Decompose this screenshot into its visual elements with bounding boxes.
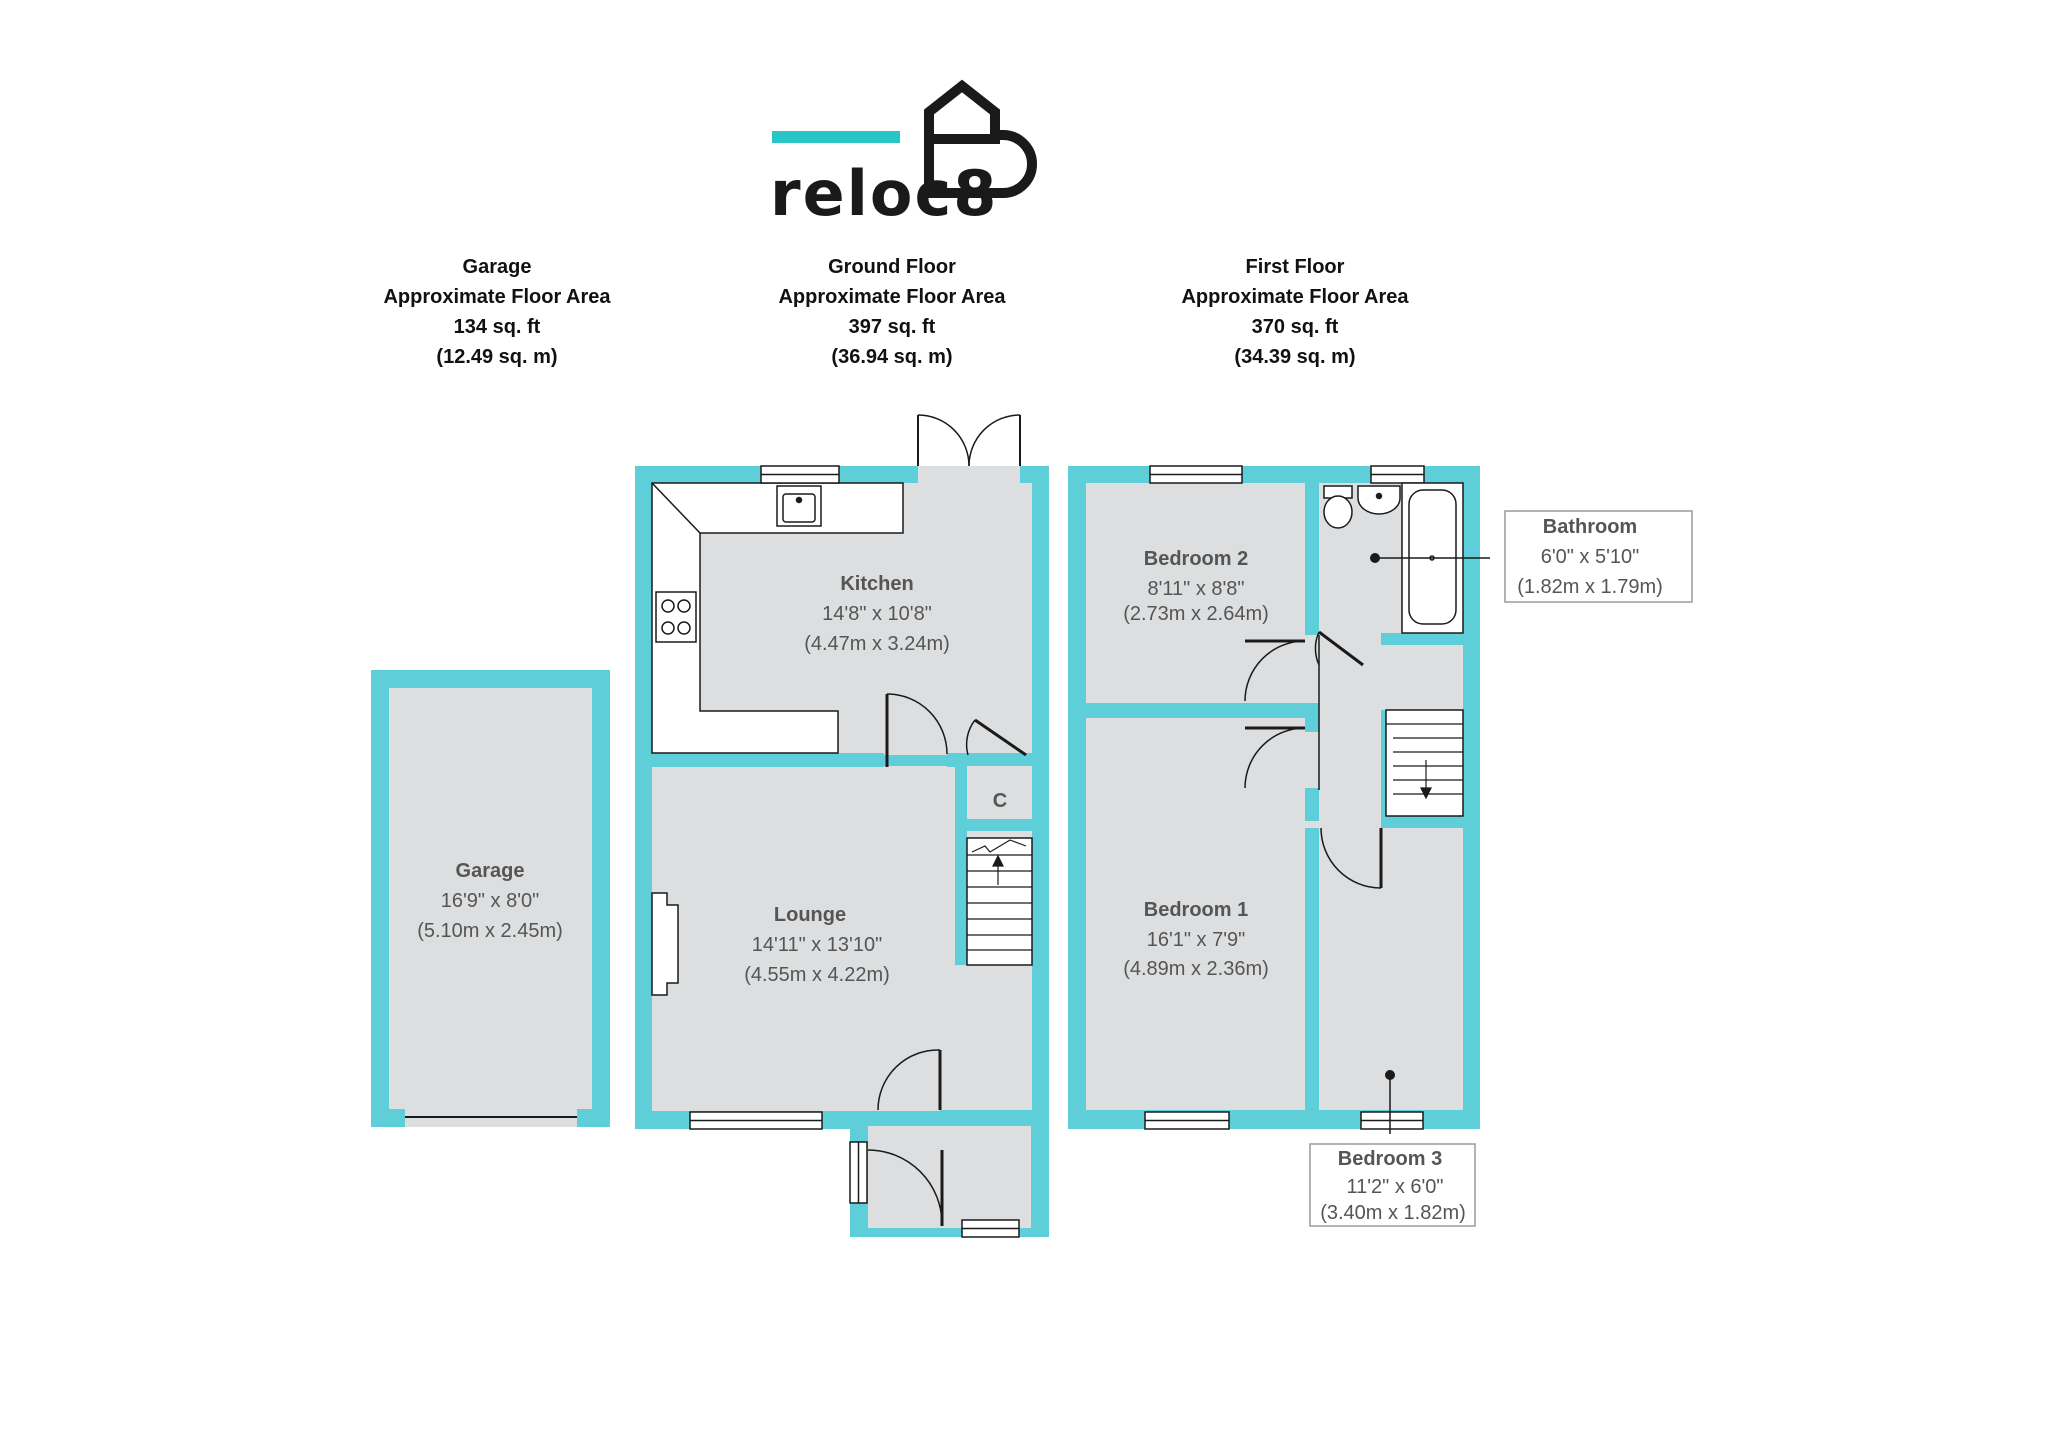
first-floor-area-header: First Floor Approximate Floor Area 370 s… xyxy=(1085,252,1505,372)
ground-header-title: Ground Floor xyxy=(828,256,956,278)
first-floor-plan xyxy=(1068,465,1490,1134)
bedroom1-imperial: 16'1" x 7'9" xyxy=(1147,929,1246,951)
cupboard-wall xyxy=(955,753,967,965)
bathroom-callout-leader xyxy=(1370,553,1490,563)
bedroom2-metric: (2.73m x 2.64m) xyxy=(1123,603,1269,625)
ground-stairs-icon xyxy=(966,837,1033,966)
porch-floor xyxy=(868,1126,1031,1228)
bedroom2-label: Bedroom 2 8'11" x 8'8" (2.73m x 2.64m) xyxy=(1123,548,1269,625)
basin-icon xyxy=(1357,485,1401,515)
bedroom2-imperial: 8'11" x 8'8" xyxy=(1147,578,1244,600)
first-stairs-icon xyxy=(1385,709,1464,817)
logo-wordmark: reloc8 xyxy=(770,157,998,230)
bedroom1-window-icon xyxy=(1144,1111,1230,1130)
toilet-icon xyxy=(1323,485,1353,529)
garage-metric: (5.10m x 2.45m) xyxy=(417,920,563,942)
bedroom1-floor xyxy=(1086,718,1305,1110)
bedroom2-name: Bedroom 2 xyxy=(1144,548,1248,570)
garage-header-sqm: (12.49 sq. m) xyxy=(436,346,558,368)
first-floor-doors xyxy=(1244,630,1383,889)
lounge-window-icon xyxy=(689,1111,823,1130)
garage-floor xyxy=(389,688,592,1109)
bedroom1-metric: (4.89m x 2.36m) xyxy=(1123,958,1269,980)
sink-icon xyxy=(776,485,822,527)
garage-area-header: Garage Approximate Floor Area 134 sq. ft… xyxy=(287,252,707,372)
bedroom2-bedroom1-wall xyxy=(1086,703,1319,718)
kitchen-label: Kitchen 14'8" x 10'8" (4.47m x 3.24m) xyxy=(804,573,950,655)
bedroom3-floor xyxy=(1319,828,1463,1110)
garage-imperial: 16'9" x 8'0" xyxy=(441,890,540,912)
kitchen-name: Kitchen xyxy=(840,573,913,595)
bedroom3-metric: (3.40m x 1.82m) xyxy=(1320,1202,1466,1224)
garage-header-title: Garage xyxy=(462,256,532,278)
bathroom-name: Bathroom xyxy=(1543,516,1637,538)
first-header-subtitle: Approximate Floor Area xyxy=(1181,286,1409,308)
first-header-sqft: 370 sq. ft xyxy=(1251,316,1339,338)
porch-side-window-icon xyxy=(849,1141,868,1204)
house-logo-icon xyxy=(924,79,1037,198)
bedroom2-window-icon xyxy=(1149,465,1243,484)
bathroom-window-icon xyxy=(1370,465,1425,484)
ground-floor-area-header: Ground Floor Approximate Floor Area 397 … xyxy=(682,252,1102,372)
lounge-metric: (4.55m x 4.22m) xyxy=(744,964,890,986)
ground-floor-doors xyxy=(867,693,1027,1226)
porch-window-icon xyxy=(961,1219,1020,1238)
ground-header-sqft: 397 sq. ft xyxy=(848,316,936,338)
bedroom1-name: Bedroom 1 xyxy=(1144,899,1248,921)
kitchen-imperial: 14'8" x 10'8" xyxy=(822,603,932,625)
lounge-name: Lounge xyxy=(774,904,846,926)
bathroom-imperial: 6'0" x 5'10" xyxy=(1541,546,1640,568)
bedroom3-callout-leader xyxy=(1385,1070,1395,1134)
kitchen-lounge-wall xyxy=(652,753,884,767)
bathroom-metric: (1.82m x 1.79m) xyxy=(1517,576,1663,598)
lounge-label: Lounge 14'11" x 13'10" (4.55m x 4.22m) xyxy=(744,904,890,986)
fireplace-icon xyxy=(651,892,679,996)
bedroom3-window-icon xyxy=(1360,1111,1424,1130)
porch-divider-wall xyxy=(940,1110,1032,1124)
garage-header-sqft: 134 sq. ft xyxy=(453,316,541,338)
lounge-imperial: 14'11" x 13'10" xyxy=(752,934,882,956)
first-header-sqm: (34.39 sq. m) xyxy=(1234,346,1356,368)
bedroom1-label: Bedroom 1 16'1" x 7'9" (4.89m x 2.36m) xyxy=(1123,899,1269,980)
kitchen-metric: (4.47m x 3.24m) xyxy=(804,633,950,655)
ground-header-sqm: (36.94 sq. m) xyxy=(831,346,953,368)
first-header-title: First Floor xyxy=(1245,256,1345,278)
garage-header-subtitle: Approximate Floor Area xyxy=(383,286,611,308)
french-doors-icon xyxy=(917,414,1021,483)
bedroom3-imperial: 11'2" x 6'0" xyxy=(1346,1176,1443,1198)
garage-label: Garage 16'9" x 8'0" (5.10m x 2.45m) xyxy=(417,860,563,942)
reloc8-logo: reloc8 xyxy=(770,79,1037,230)
ground-header-subtitle: Approximate Floor Area xyxy=(778,286,1006,308)
logo-accent-bar xyxy=(772,131,900,143)
bedroom3-name: Bedroom 3 xyxy=(1338,1148,1442,1170)
cupboard-floor xyxy=(967,766,1032,819)
bedroom3-callout: Bedroom 3 11'2" x 6'0" (3.40m x 1.82m) xyxy=(1309,1143,1476,1227)
cupboard-label: C xyxy=(993,790,1007,812)
bathroom-callout: Bathroom 6'0" x 5'10" (1.82m x 1.79m) xyxy=(1504,510,1693,603)
kitchen-window-icon xyxy=(760,465,840,484)
ground-floor-plan xyxy=(635,414,1049,1238)
garage-plan xyxy=(371,670,610,1127)
bedroom2-floor xyxy=(1086,483,1305,703)
hob-icon xyxy=(655,591,697,643)
garage-name: Garage xyxy=(456,860,525,882)
